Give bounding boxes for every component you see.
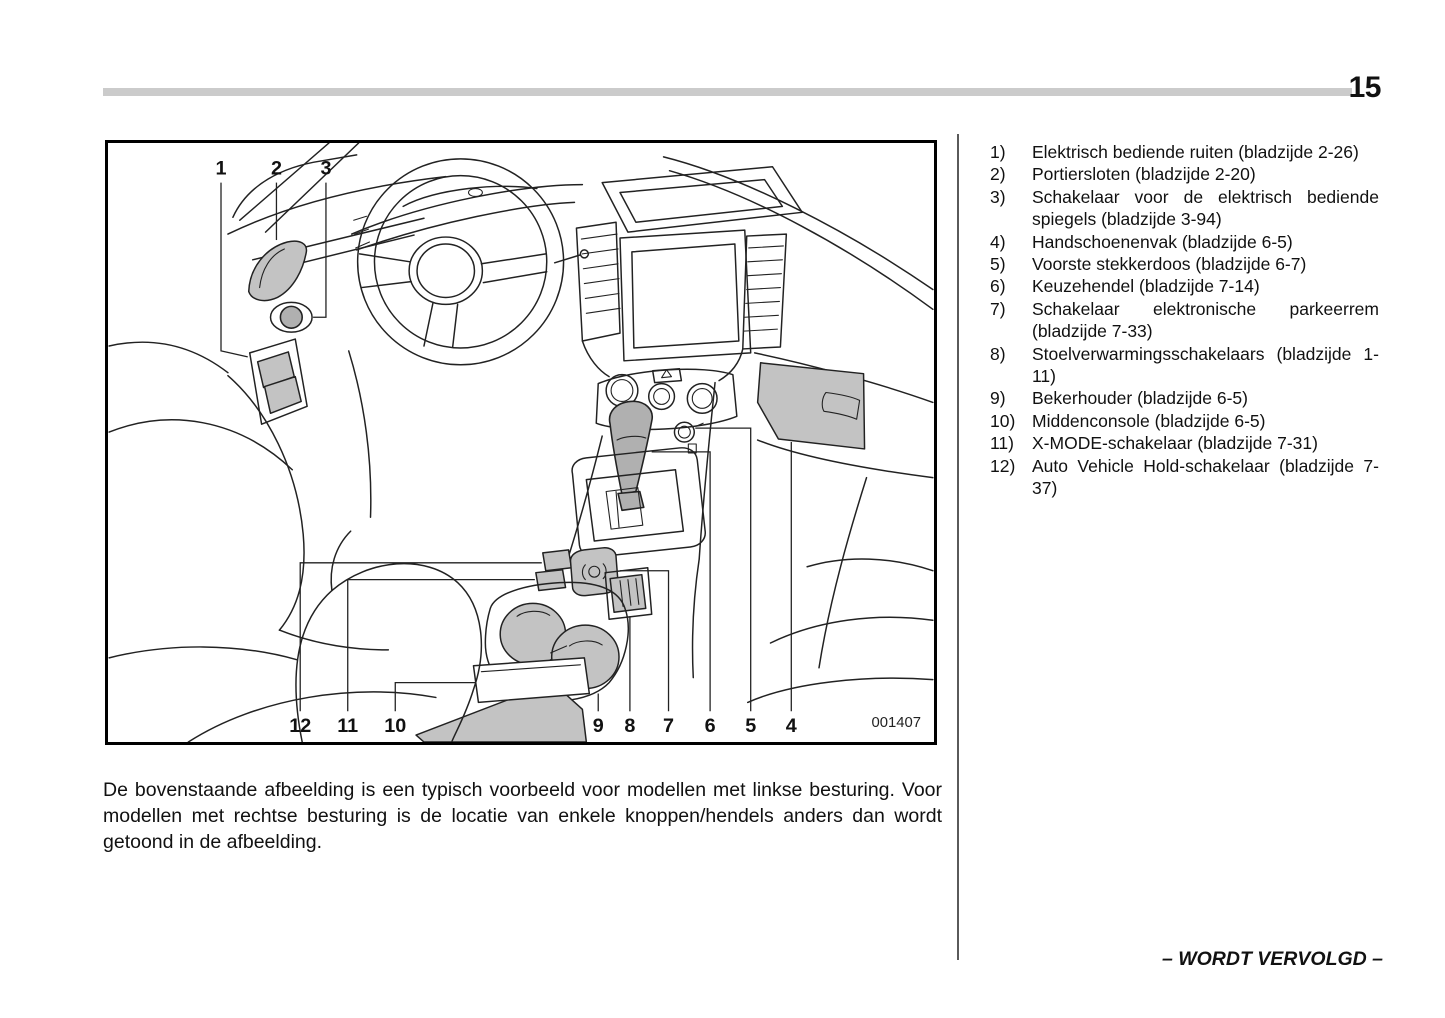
callout-6: 6	[705, 715, 716, 737]
callout-12: 12	[289, 715, 311, 737]
legend-item-number: 12)	[990, 455, 1016, 476]
legend-item-text: Stoelverwarmingsschakelaars (bladzijde 1…	[1032, 343, 1379, 387]
legend-item-text: Elektrisch bediende ruiten (bladzijde 2-…	[1032, 142, 1359, 162]
mirror-switch	[269, 301, 313, 333]
callout-4: 4	[786, 715, 797, 737]
legend-item: 6) Keuzehendel (bladzijde 7-14)	[990, 275, 1379, 297]
callout-2: 2	[271, 158, 282, 180]
legend-item-text: Auto Vehicle Hold-schakelaar (bladzijde …	[1032, 455, 1379, 499]
console-tray	[472, 657, 591, 704]
legend-item-number: 2)	[990, 164, 1006, 185]
legend-item: 11) X-MODE-schakelaar (bladzijde 7-31)	[990, 432, 1379, 454]
legend-item-number: 4)	[990, 231, 1006, 252]
legend-item: 1) Elektrisch bediende ruiten (bladzijde…	[990, 141, 1379, 163]
glovebox	[756, 362, 866, 450]
callout-11: 11	[337, 715, 358, 737]
legend-item-text: X-MODE-schakelaar (bladzijde 7-31)	[1032, 433, 1318, 454]
legend-item-number: 8)	[990, 343, 1006, 364]
door-handle	[247, 240, 308, 302]
callout-8: 8	[624, 715, 635, 737]
console-buttons	[535, 547, 653, 620]
legend-list: 1) Elektrisch bediende ruiten (bladzijde…	[990, 141, 1379, 500]
legend-item: 4) Handschoenenvak (bladzijde 6-5)	[990, 231, 1379, 253]
legend-item-number: 1)	[990, 142, 1006, 162]
callout-9: 9	[593, 715, 604, 737]
legend-item-text: Voorste stekkerdoos (bladzijde 6-7)	[1032, 254, 1307, 275]
legend-item-number: 7)	[990, 298, 1006, 319]
legend-item-number: 6)	[990, 276, 1006, 297]
leader-lines	[220, 182, 792, 712]
column-divider	[957, 134, 959, 960]
legend-item: 10) Middenconsole (bladzijde 6-5)	[990, 410, 1379, 432]
vehicle-interior-diagram: 1 2 3 12 11 10 9 8 7 6 5 4 001407	[108, 143, 934, 742]
power-socket	[673, 421, 704, 454]
legend-item-number: 5)	[990, 254, 1006, 275]
legend-item-number: 3)	[990, 186, 1006, 207]
header-rule	[103, 88, 1352, 96]
auto-vehicle-hold-switch	[542, 549, 573, 572]
legend-item-text: Bekerhouder (bladzijde 6-5)	[1032, 388, 1248, 409]
x-mode-switch	[535, 568, 567, 592]
legend-item: 8) Stoelverwarmingsschakelaars (bladzijd…	[990, 343, 1379, 388]
callout-10: 10	[384, 715, 406, 737]
page-number: 15	[1348, 71, 1382, 104]
gear-shifter	[571, 400, 706, 558]
legend-item-number: 10)	[990, 410, 1016, 431]
center-console	[415, 657, 591, 742]
legend-item-number: 9)	[990, 388, 1006, 409]
legend-item-text: Schakelaar elektronische parkeerrem (bla…	[1032, 298, 1379, 342]
legend-item: 7) Schakelaar elektronische parkeerrem (…	[990, 298, 1379, 343]
legend-item-text: Keuzehendel (bladzijde 7-14)	[1032, 276, 1260, 297]
callout-3: 3	[320, 158, 331, 180]
figure-code: 001407	[871, 715, 921, 731]
callout-7: 7	[663, 715, 674, 737]
figure-caption: De bovenstaande afbeelding is een typisc…	[103, 778, 942, 853]
callout-5: 5	[745, 715, 756, 737]
legend-item: 12) Auto Vehicle Hold-schakelaar (bladzi…	[990, 455, 1379, 500]
figure-frame: 1 2 3 12 11 10 9 8 7 6 5 4 001407	[105, 140, 937, 745]
callout-numbers: 1 2 3 12 11 10 9 8 7 6 5 4 001407	[215, 158, 920, 737]
legend-item-number: 11)	[990, 433, 1014, 454]
legend-item-text: Handschoenenvak (bladzijde 6-5)	[1032, 231, 1293, 252]
legend-item: 9) Bekerhouder (bladzijde 6-5)	[990, 387, 1379, 409]
callout-1: 1	[215, 158, 226, 180]
continued-notice: – WORDT VERVOLGD –	[1161, 948, 1383, 970]
steering-wheel	[353, 158, 590, 366]
door-panel	[108, 143, 447, 742]
legend-item-text: Middenconsole (bladzijde 6-5)	[1032, 410, 1266, 431]
legend-item: 2) Portiersloten (bladzijde 2-20)	[990, 163, 1379, 185]
legend-item: 5) Voorste stekkerdoos (bladzijde 6-7)	[990, 253, 1379, 275]
dashboard	[347, 156, 934, 679]
power-window-switches	[248, 338, 308, 425]
legend-item: 3) Schakelaar voor de elektrisch bediend…	[990, 186, 1379, 231]
legend-item-text: Schakelaar voor de elektrisch bediende s…	[1032, 186, 1379, 230]
legend-item-text: Portiersloten (bladzijde 2-20)	[1032, 164, 1256, 185]
